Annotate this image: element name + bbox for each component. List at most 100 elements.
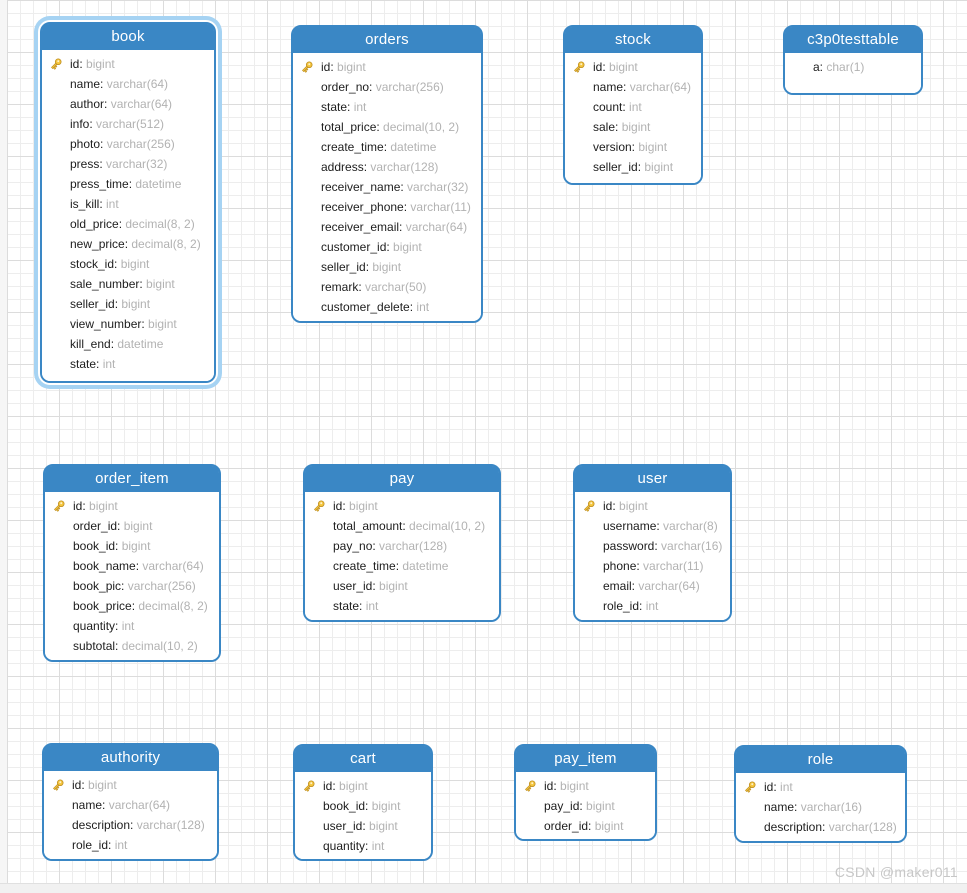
field-book-seller_id[interactable]: seller_id: bigint [42, 294, 214, 314]
field-user-password[interactable]: password: varchar(16) [575, 536, 730, 556]
table-title-role[interactable]: role [736, 747, 905, 773]
field-stock-version[interactable]: version: bigint [565, 137, 701, 157]
field-book-sale_number[interactable]: sale_number: bigint [42, 274, 214, 294]
table-title-pay_item[interactable]: pay_item [516, 746, 655, 772]
field-book-is_kill[interactable]: is_kill: int [42, 194, 214, 214]
field-authority-description[interactable]: description: varchar(128) [44, 815, 217, 835]
field-orders-customer_id[interactable]: customer_id: bigint [293, 237, 481, 257]
field-order_item-subtotal[interactable]: subtotal: decimal(10, 2) [45, 636, 219, 656]
field-orders-create_time[interactable]: create_time: datetime [293, 137, 481, 157]
field-book-press[interactable]: press: varchar(32) [42, 154, 214, 174]
field-type: bigint [335, 779, 368, 793]
field-c3p0testtable-a[interactable]: a: char(1) [785, 57, 921, 77]
field-book-state[interactable]: state: int [42, 354, 214, 374]
field-type: bigint [345, 499, 378, 513]
field-cart-quantity[interactable]: quantity: int [295, 836, 431, 856]
field-type: varchar(128) [375, 539, 448, 553]
field-book-old_price[interactable]: old_price: decimal(8, 2) [42, 214, 214, 234]
field-orders-id[interactable]: id: bigint [293, 57, 481, 77]
field-book-press_time[interactable]: press_time: datetime [42, 174, 214, 194]
table-title-stock[interactable]: stock [565, 27, 701, 53]
field-type: bigint [369, 260, 402, 274]
field-cart-user_id[interactable]: user_id: bigint [295, 816, 431, 836]
field-book-author[interactable]: author: varchar(64) [42, 94, 214, 114]
table-title-user[interactable]: user [575, 466, 730, 492]
field-user-id[interactable]: id: bigint [575, 496, 730, 516]
field-pay-user_id[interactable]: user_id: bigint [305, 576, 499, 596]
field-role-name[interactable]: name: varchar(16) [736, 797, 905, 817]
field-role-id[interactable]: id: int [736, 777, 905, 797]
field-orders-address[interactable]: address: varchar(128) [293, 157, 481, 177]
field-cart-book_id[interactable]: book_id: bigint [295, 796, 431, 816]
field-stock-sale[interactable]: sale: bigint [565, 117, 701, 137]
field-stock-seller_id[interactable]: seller_id: bigint [565, 157, 701, 177]
field-pay_item-pay_id[interactable]: pay_id: bigint [516, 796, 655, 816]
field-stock-name[interactable]: name: varchar(64) [565, 77, 701, 97]
field-user-username[interactable]: username: varchar(8) [575, 516, 730, 536]
table-title-orders[interactable]: orders [293, 27, 481, 53]
field-book-view_number[interactable]: view_number: bigint [42, 314, 214, 334]
field-user-role_id[interactable]: role_id: int [575, 596, 730, 616]
field-book-id[interactable]: id: bigint [42, 54, 214, 74]
field-stock-id[interactable]: id: bigint [565, 57, 701, 77]
field-book-new_price[interactable]: new_price: decimal(8, 2) [42, 234, 214, 254]
field-name: password: [603, 539, 658, 553]
field-order_item-id[interactable]: id: bigint [45, 496, 219, 516]
field-book-stock_id[interactable]: stock_id: bigint [42, 254, 214, 274]
field-orders-receiver_phone[interactable]: receiver_phone: varchar(11) [293, 197, 481, 217]
field-orders-customer_delete[interactable]: customer_delete: int [293, 297, 481, 317]
field-order_item-quantity[interactable]: quantity: int [45, 616, 219, 636]
field-pay-pay_no[interactable]: pay_no: varchar(128) [305, 536, 499, 556]
field-cart-id[interactable]: id: bigint [295, 776, 431, 796]
field-orders-order_no[interactable]: order_no: varchar(256) [293, 77, 481, 97]
table-title-authority[interactable]: authority [44, 745, 217, 771]
field-orders-state[interactable]: state: int [293, 97, 481, 117]
field-user-email[interactable]: email: varchar(64) [575, 576, 730, 596]
field-stock-count[interactable]: count: int [565, 97, 701, 117]
table-title-book[interactable]: book [42, 24, 214, 50]
field-pay-create_time[interactable]: create_time: datetime [305, 556, 499, 576]
field-authority-role_id[interactable]: role_id: int [44, 835, 217, 855]
field-orders-receiver_email[interactable]: receiver_email: varchar(64) [293, 217, 481, 237]
table-title-c3p0testtable[interactable]: c3p0testtable [785, 27, 921, 53]
field-authority-id[interactable]: id: bigint [44, 775, 217, 795]
field-orders-total_price[interactable]: total_price: decimal(10, 2) [293, 117, 481, 137]
horizontal-scrollbar-track[interactable] [0, 883, 967, 893]
field-book-kill_end[interactable]: kill_end: datetime [42, 334, 214, 354]
field-book-name[interactable]: name: varchar(64) [42, 74, 214, 94]
field-order_item-book_pic[interactable]: book_pic: varchar(256) [45, 576, 219, 596]
field-pay-id[interactable]: id: bigint [305, 496, 499, 516]
field-orders-receiver_name[interactable]: receiver_name: varchar(32) [293, 177, 481, 197]
table-title-pay[interactable]: pay [305, 466, 499, 492]
field-order_item-book_price[interactable]: book_price: decimal(8, 2) [45, 596, 219, 616]
field-pay-total_amount[interactable]: total_amount: decimal(10, 2) [305, 516, 499, 536]
field-pay_item-id[interactable]: id: bigint [516, 776, 655, 796]
field-order_item-book_id[interactable]: book_id: bigint [45, 536, 219, 556]
field-orders-remark[interactable]: remark: varchar(50) [293, 277, 481, 297]
field-role-description[interactable]: description: varchar(128) [736, 817, 905, 837]
field-book-photo[interactable]: photo: varchar(256) [42, 134, 214, 154]
field-pay-state[interactable]: state: int [305, 596, 499, 616]
field-order_item-order_id[interactable]: order_id: bigint [45, 516, 219, 536]
field-user-phone[interactable]: phone: varchar(11) [575, 556, 730, 576]
field-authority-name[interactable]: name: varchar(64) [44, 795, 217, 815]
field-pay_item-order_id[interactable]: order_id: bigint [516, 816, 655, 836]
field-order_item-book_name[interactable]: book_name: varchar(64) [45, 556, 219, 576]
table-title-order_item[interactable]: order_item [45, 466, 219, 492]
field-orders-seller_id[interactable]: seller_id: bigint [293, 257, 481, 277]
field-book-info[interactable]: info: varchar(512) [42, 114, 214, 134]
table-c3p0testtable[interactable]: c3p0testtable a: char(1) [783, 25, 923, 95]
field-name: order_id: [73, 519, 121, 533]
table-title-cart[interactable]: cart [295, 746, 431, 772]
